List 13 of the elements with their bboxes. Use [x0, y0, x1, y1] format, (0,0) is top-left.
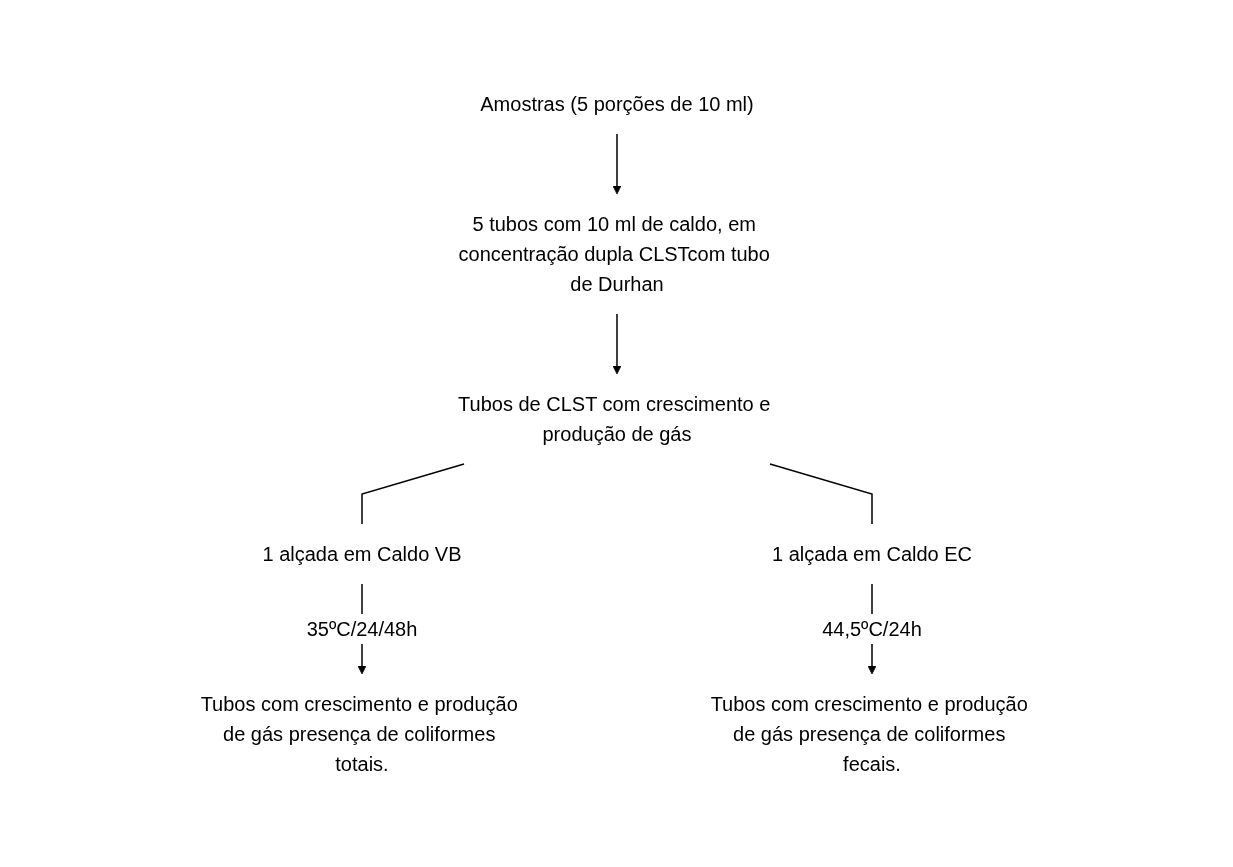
connector — [768, 462, 873, 525]
node-text: Tubos com crescimento e produção de gás presença de coliformes fecais. — [710, 692, 1028, 775]
edge-label: 35ºC/24/48h — [306, 617, 417, 640]
edge-label: 44,5ºC/24h — [821, 617, 922, 640]
node-text: Tubos com crescimento e produção de gás presença de coliformes totais. — [200, 692, 518, 775]
arrow — [612, 132, 621, 194]
node-text: Amostras (5 porções de 10 ml) — [479, 92, 754, 115]
arrow — [612, 312, 621, 374]
node-text: 5 tubos com 10 ml de caldo, em concentração dupla CLSTcom tubo de Durhan — [458, 212, 770, 295]
node-text: Tubos de CLST com crescimento e produção de gás — [457, 392, 770, 445]
node-text: 1 alçada em Caldo VB — [261, 542, 462, 565]
connector — [360, 462, 465, 525]
node-text: 1 alçada em Caldo EC — [771, 542, 972, 565]
